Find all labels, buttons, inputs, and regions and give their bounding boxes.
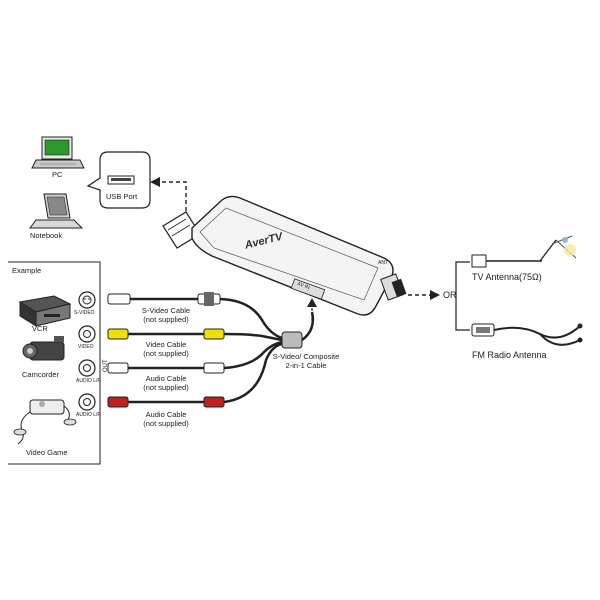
camcorder-label: Camcorder: [22, 370, 60, 379]
av-in-connection-arrow: [307, 298, 317, 326]
device-rf-label: ANT: [378, 260, 388, 266]
video-cable-label-line2: (not supplied): [143, 349, 189, 358]
jack-label-audio: AUDIO L/R: [76, 378, 102, 384]
video-game-label: Video Game: [26, 448, 68, 457]
audio-cable-2-label-line2: (not supplied): [143, 419, 189, 428]
video-cable-label-line1: Video Cable: [145, 340, 187, 349]
pc-label: PC: [52, 170, 63, 179]
tv-antenna-icon: [471, 235, 577, 268]
audio-cable-1-label-line2: (not supplied): [143, 383, 189, 392]
jack-side-label: OUT: [103, 359, 109, 372]
or-bracket: [455, 261, 470, 331]
example-source-bracket: [8, 261, 101, 465]
notebook-label: Notebook: [30, 231, 63, 240]
source-jack-video: [78, 325, 96, 343]
or-label: OR: [443, 290, 457, 300]
fm-antenna-icon: [471, 323, 583, 346]
video-cable: [107, 328, 225, 340]
notebook-icon: [29, 193, 84, 229]
vcr-icon: [18, 295, 72, 327]
jack-label-svideo: S-VIDEO: [74, 310, 95, 316]
video-game-icon: [13, 399, 77, 445]
camcorder-icon: [22, 336, 65, 361]
audio-cable-red: [107, 396, 225, 408]
usb-connection-arrow: [150, 177, 187, 218]
svideo-cable-label-line2: (not supplied): [143, 315, 189, 324]
avertv-usb-device: [162, 195, 407, 316]
audio-cable-2-label: Audio Cable (not supplied): [124, 410, 208, 428]
fm-antenna-label: FM Radio Antenna: [472, 350, 547, 360]
combo-cable-label-line1: S-Video/ Composite: [272, 352, 340, 361]
source-jack-svideo: [78, 291, 96, 309]
audio-cable-1-label-line1: Audio Cable: [145, 374, 187, 383]
antenna-connection-arrow: [408, 290, 440, 300]
source-jack-audio-r: [78, 393, 96, 411]
svideo-cable-label-line1: S-Video Cable: [141, 306, 191, 315]
usb-port-label: USB Port: [106, 192, 138, 201]
combo-cable-label: S-Video/ Composite 2-in-1 Cable: [254, 352, 358, 370]
audio-cable-1-label: Audio Cable (not supplied): [124, 374, 208, 392]
video-cable-label: Video Cable (not supplied): [124, 340, 208, 358]
usb-port-callout: [86, 151, 151, 209]
audio-cable-white: [107, 362, 225, 374]
combo-cable-label-line2: 2-in-1 Cable: [285, 361, 327, 370]
vcr-label: VCR: [32, 324, 48, 333]
svideo-cable-label: S-Video Cable (not supplied): [124, 306, 208, 324]
example-label: Example: [12, 266, 42, 275]
jack-label-audio-r: AUDIO L/R: [76, 412, 102, 418]
jack-label-video: VIDEO: [78, 344, 94, 350]
svideo-cable: [107, 292, 221, 306]
source-jack-audio-l: [78, 359, 96, 377]
tv-antenna-label: TV Antenna(75Ω): [472, 272, 542, 282]
pc-icon: [31, 136, 85, 169]
combo-cable: [219, 297, 315, 404]
audio-cable-2-label-line1: Audio Cable: [145, 410, 187, 419]
